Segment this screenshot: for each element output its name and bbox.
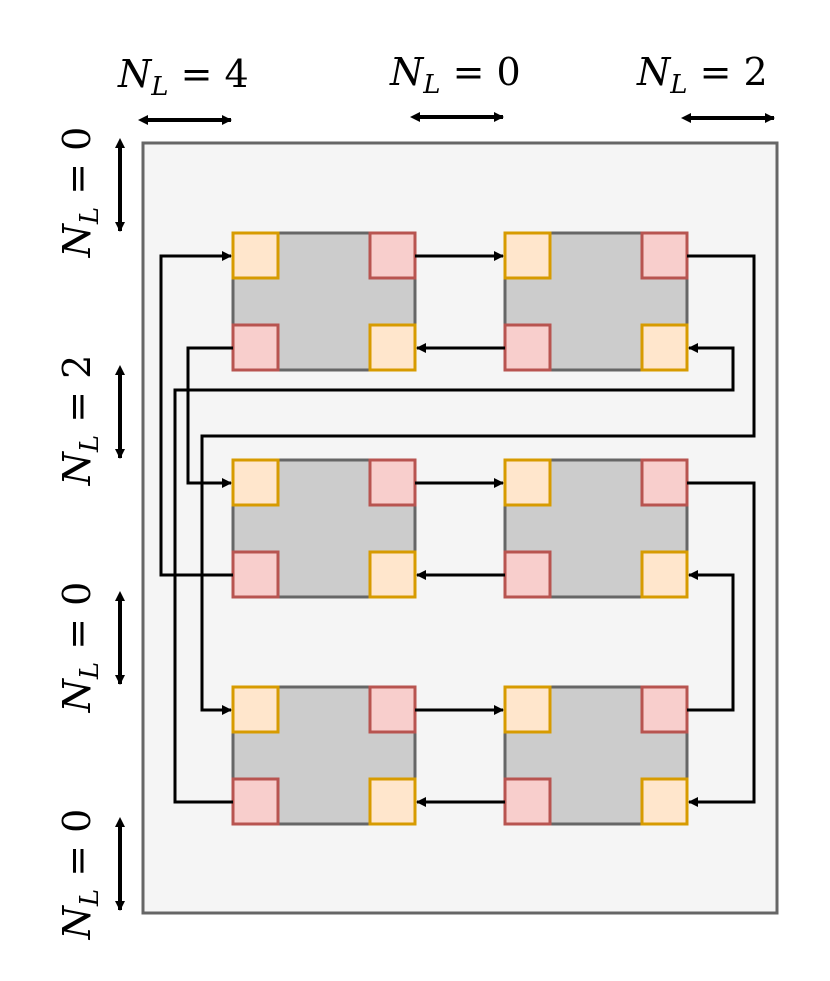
wire-loop-a [186, 346, 233, 488]
port-orange [640, 550, 689, 599]
wire-loop-e [687, 570, 735, 712]
left-label-4: NL = 0 [55, 808, 105, 940]
port-orange [231, 231, 280, 280]
port-orange [503, 458, 552, 507]
port-red [368, 685, 417, 734]
port-red [503, 550, 552, 599]
port-red [503, 323, 552, 372]
wire-loop-d [200, 254, 756, 715]
port-red [231, 550, 280, 599]
left-label-1: NL = 0 [55, 126, 105, 258]
port-red [640, 458, 689, 507]
port-orange [640, 323, 689, 372]
port-red [231, 323, 280, 372]
port-red [368, 458, 417, 507]
port-orange [231, 685, 280, 734]
ports [231, 231, 689, 826]
wire-loop-b [159, 251, 233, 577]
port-orange [231, 458, 280, 507]
left-label-2: NL = 2 [55, 354, 105, 486]
dimension-arrows [115, 112, 775, 911]
top-label-2: NL = 0 [390, 50, 521, 100]
port-red [640, 231, 689, 280]
top-label-1: NL = 4 [118, 52, 249, 102]
port-orange [503, 231, 552, 280]
port-orange [640, 777, 689, 826]
port-red [503, 777, 552, 826]
port-orange [368, 777, 417, 826]
left-label-3: NL = 0 [55, 581, 105, 713]
port-red [231, 777, 280, 826]
port-orange [368, 550, 417, 599]
port-orange [503, 685, 552, 734]
port-red [640, 685, 689, 734]
wire-loop-f [687, 481, 756, 807]
wires [159, 251, 756, 807]
top-label-3: NL = 2 [637, 50, 768, 100]
port-orange [368, 323, 417, 372]
port-red [368, 231, 417, 280]
wire-loop-c [173, 343, 735, 804]
